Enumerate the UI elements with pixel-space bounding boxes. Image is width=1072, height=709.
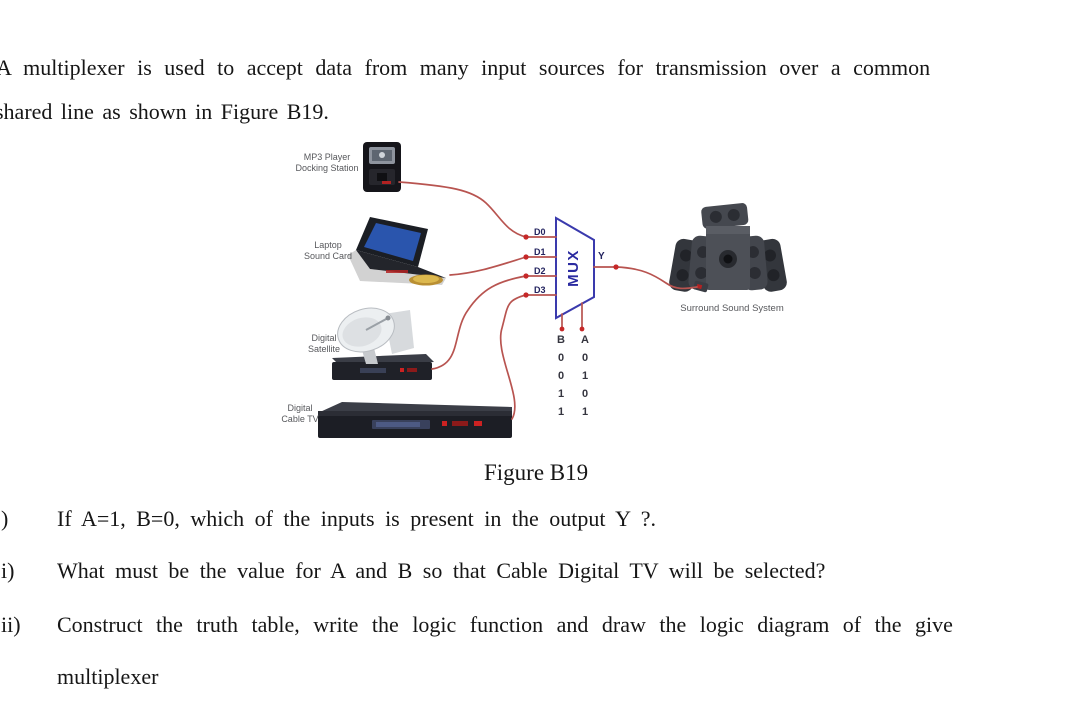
truth-table-cell: 1 bbox=[557, 406, 565, 418]
truth-table-header-a: A bbox=[581, 334, 589, 346]
laptop-label-line2: Sound Card bbox=[303, 251, 353, 261]
cable-tv-label-line2: Cable TV bbox=[281, 414, 319, 424]
figure-b19-diagram bbox=[318, 142, 787, 438]
truth-table-cell: 0 bbox=[557, 352, 565, 364]
mp3-player-label-line1: MP3 Player bbox=[303, 152, 351, 162]
mp3-player-label: MP3 Player Docking Station bbox=[290, 152, 364, 174]
input-label-d3: D3 bbox=[534, 285, 546, 295]
cable-tv-label: Digital Cable TV bbox=[274, 403, 326, 425]
wires bbox=[398, 181, 698, 420]
input-stubs bbox=[525, 236, 557, 296]
output-label-y: Y bbox=[598, 251, 605, 262]
surround-speakers-icon bbox=[669, 203, 787, 293]
wire-satellite-d2 bbox=[431, 275, 527, 370]
satellite-label-line2: Satellite bbox=[307, 344, 341, 354]
truth-table-header-b: B bbox=[557, 334, 565, 346]
mp3-player-label-line2: Docking Station bbox=[295, 163, 359, 173]
satellite-dish-icon bbox=[332, 307, 434, 380]
surround-sound-label: Surround Sound System bbox=[662, 303, 802, 314]
truth-table-cell: 1 bbox=[581, 370, 589, 382]
wire-laptop-d1 bbox=[449, 256, 527, 276]
select-lines bbox=[561, 302, 583, 329]
question-text-1: If A=1, B=0, which of the inputs is pres… bbox=[57, 506, 657, 531]
input-label-d2: D2 bbox=[534, 266, 546, 276]
satellite-label: Digital Satellite bbox=[298, 333, 350, 355]
question-marker-3: ii) bbox=[1, 612, 21, 637]
mux-shape bbox=[555, 216, 595, 320]
truth-table-cell: 0 bbox=[557, 370, 565, 382]
input-label-d0: D0 bbox=[534, 227, 546, 237]
truth-table-cell: 1 bbox=[581, 406, 589, 418]
input-label-d1: D1 bbox=[534, 247, 546, 257]
laptop-icon bbox=[348, 217, 446, 286]
intro-line-1: A multiplexer is used to accept data fro… bbox=[0, 55, 931, 80]
laptop-label: Laptop Sound Card bbox=[296, 240, 360, 262]
wire-cable-d3 bbox=[499, 294, 527, 420]
question-marker-2: i) bbox=[1, 558, 15, 583]
satellite-label-line1: Digital bbox=[311, 333, 337, 343]
cable-box-icon bbox=[318, 402, 512, 438]
truth-table-cell: 0 bbox=[581, 388, 589, 400]
wire-dots bbox=[523, 234, 619, 332]
question-text-4: multiplexer bbox=[57, 664, 159, 689]
mux-label: MUX bbox=[564, 249, 582, 287]
question-text-3: Construct the truth table, write the log… bbox=[57, 612, 953, 637]
truth-table: B A 0 0 0 1 1 0 1 1 bbox=[553, 334, 593, 418]
truth-table-cell: 1 bbox=[557, 388, 565, 400]
laptop-label-line1: Laptop bbox=[314, 240, 342, 250]
wire-mp3-d0 bbox=[398, 181, 527, 238]
truth-table-cell: 0 bbox=[581, 352, 589, 364]
wire-y-speakers bbox=[615, 266, 698, 290]
figure-caption: Figure B19 bbox=[484, 460, 589, 485]
cable-tv-label-line1: Digital bbox=[287, 403, 313, 413]
surround-sound-label-line1: Surround Sound System bbox=[680, 303, 784, 314]
mp3-player-dock-icon bbox=[363, 142, 401, 192]
question-text-2: What must be the value for A and B so th… bbox=[57, 558, 826, 583]
intro-line-2: shared line as shown in Figure B19. bbox=[0, 99, 329, 124]
question-marker-1: ) bbox=[1, 506, 9, 531]
